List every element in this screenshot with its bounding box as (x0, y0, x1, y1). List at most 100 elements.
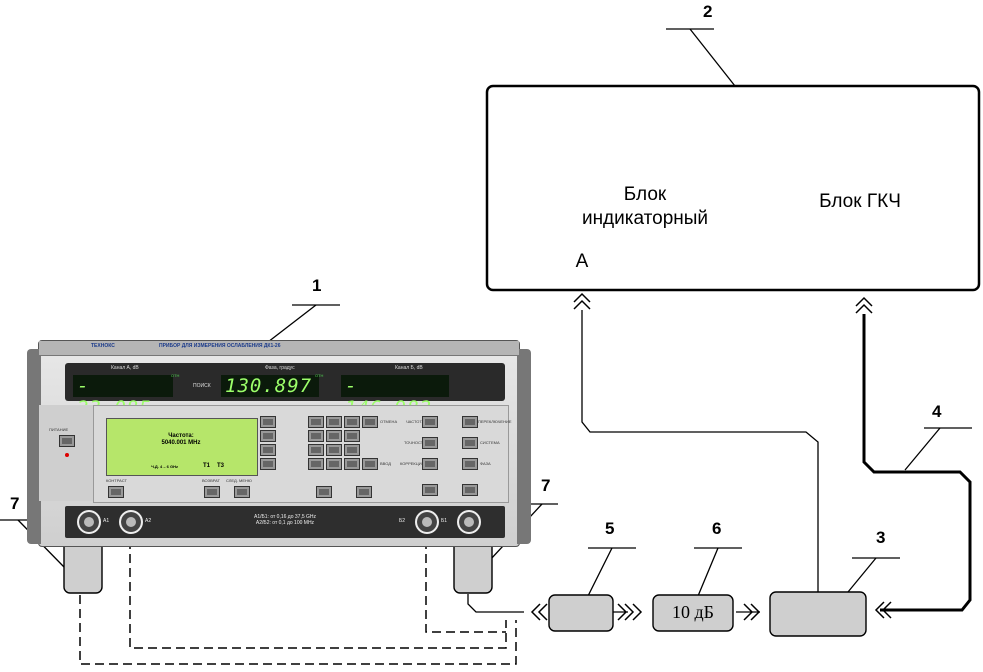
otn-indicator-1: ОТН (171, 373, 180, 378)
cancel-label: ОТМЕНА (380, 419, 398, 424)
instrument-brand: ТЕХНОКС (91, 343, 115, 349)
channel-a-display: - 23.085 (73, 375, 173, 419)
port-b1-label: Б1 (441, 518, 448, 524)
gkch-block-label: Блок ГКЧ (819, 191, 901, 212)
cable-a (581, 310, 819, 592)
screen-freq-label: Частота: (168, 433, 194, 439)
attenuator-6 (652, 594, 734, 632)
key-7[interactable] (308, 444, 324, 456)
display-bar: Канал А, dB Фаза, градус Канал Б, dB - 2… (65, 363, 505, 419)
port-a2-label: А2 (145, 518, 152, 524)
port-b2-label: Б2 (399, 518, 406, 524)
key-2[interactable] (326, 416, 342, 428)
next-menu-label: СЛЕД. МЕНЮ (226, 478, 252, 483)
indicator-block-label: Блок индикаторный (560, 183, 730, 231)
instrument-right-handle (517, 349, 531, 544)
power-button[interactable] (59, 435, 75, 447)
instrument-title: ПРИБОР ДЛЯ ИЗМЕРЕНИЯ ОСЛАБЛЕНИЯ ДК1-26 (159, 343, 281, 349)
instrument-1: ТЕХНОКС ПРИБОР ДЛЯ ИЗМЕРЕНИЯ ОСЛАБЛЕНИЯ … (27, 340, 531, 547)
instrument-header: ТЕХНОКС ПРИБОР ДЛЯ ИЗМЕРЕНИЯ ОСЛАБЛЕНИЯ … (39, 341, 519, 356)
search-label: ПОИСК (193, 383, 211, 389)
next-menu-button[interactable] (234, 486, 250, 498)
key-9[interactable] (344, 444, 360, 456)
main-block-2 (485, 84, 981, 292)
channel-a-caption: Канал А, dB (111, 365, 139, 371)
callout-7-right: 7 (541, 476, 551, 495)
callout-5: 5 (605, 519, 615, 538)
phase-button[interactable] (462, 458, 478, 470)
key-minus[interactable] (344, 458, 360, 470)
screen-freq-value: 5040.001 MHz (161, 440, 201, 446)
indicator-label-line1: Блок (623, 184, 667, 205)
range-text: А1/Б1: от 0,16 до 37,5 GHz А2/Б2: от 0,1… (215, 514, 355, 526)
freq-button[interactable] (422, 416, 438, 428)
return-label: ВОЗВРАТ (202, 478, 220, 483)
key-5[interactable] (326, 430, 342, 442)
key-down[interactable] (356, 486, 372, 498)
instrument-left-handle (27, 349, 41, 544)
callout-4: 4 (932, 402, 942, 421)
key-0[interactable] (308, 458, 324, 470)
key-3[interactable] (344, 416, 360, 428)
correction-btn-label: КОРРЕКЦИЯ (400, 461, 425, 466)
system-btn-label: СИСТЕМА (480, 440, 500, 445)
port-a1-connector[interactable] (77, 510, 101, 534)
cancel-button[interactable] (362, 416, 378, 428)
otn-indicator-2: ОТН (315, 373, 324, 378)
key-1[interactable] (308, 416, 324, 428)
key-dot[interactable] (326, 458, 342, 470)
power-led (65, 453, 69, 457)
attenuator-label: 10 дБ (672, 602, 714, 622)
switch-button[interactable] (462, 416, 478, 428)
screen-t1: T1 (203, 463, 211, 469)
port-a2-connector[interactable] (119, 510, 143, 534)
power-section: ПИТАНИЕ (39, 405, 94, 501)
accuracy-btn-label: ТОЧНОСТЬ (404, 440, 426, 445)
screen-frequency: Частота: 5040.001 MHz (151, 433, 211, 447)
chain-arrows (530, 603, 761, 621)
plus-button[interactable] (422, 484, 438, 496)
range-line1: А1/Б1: от 0,16 до 37,5 GHz (253, 514, 317, 520)
phase-display: 130.897 (221, 375, 319, 397)
control-panel: Частота: 5040.001 MHz Ч.Д. 4 – 6 GHz T1 … (93, 405, 512, 503)
callout-2: 2 (703, 2, 713, 21)
cable-4 (862, 314, 972, 612)
channel-b-caption: Канал Б, dB (395, 365, 423, 371)
connector-a-arrow (573, 292, 591, 310)
range-line2: А2/Б2: от 0,1 до 100 MHz (255, 520, 315, 526)
accuracy-button[interactable] (422, 437, 438, 449)
port-a1-label: А1 (103, 518, 110, 524)
return-button[interactable] (204, 486, 220, 498)
channel-b-display: - 146.982 (341, 375, 449, 419)
port-b2-connector[interactable] (415, 510, 439, 534)
contrast-button[interactable] (108, 486, 124, 498)
softkey-3[interactable] (260, 444, 276, 456)
softkey-4[interactable] (260, 458, 276, 470)
key-4[interactable] (308, 430, 324, 442)
connector-gkch-arrow (855, 296, 873, 314)
callout-3: 3 (876, 528, 886, 547)
softkey-1[interactable] (260, 416, 276, 428)
port-b1-connector[interactable] (457, 510, 481, 534)
minus-button[interactable] (462, 484, 478, 496)
port-a-label: А (575, 251, 589, 272)
enter-button[interactable] (362, 458, 378, 470)
key-up[interactable] (316, 486, 332, 498)
correction-button[interactable] (422, 458, 438, 470)
connector-3-right-arrow (874, 601, 892, 619)
phase-btn-label: ФАЗА (480, 461, 491, 466)
key-8[interactable] (326, 444, 342, 456)
key-6[interactable] (344, 430, 360, 442)
indicator-label-line2: индикаторный (581, 208, 709, 229)
menu-screen: Частота: 5040.001 MHz Ч.Д. 4 – 6 GHz T1 … (106, 418, 258, 476)
dashed-links (79, 540, 517, 665)
adapter-5 (548, 594, 614, 632)
callout-1: 1 (312, 276, 322, 295)
callout-6: 6 (712, 519, 722, 538)
screen-band: Ч.Д. 4 – 6 GHz (151, 464, 179, 469)
switch-btn-label: ПЕРЕКЛЮЧЕНИЕ (478, 419, 512, 424)
system-button[interactable] (462, 437, 478, 449)
softkey-2[interactable] (260, 430, 276, 442)
freq-btn-label: ЧАСТОТА (406, 419, 425, 424)
